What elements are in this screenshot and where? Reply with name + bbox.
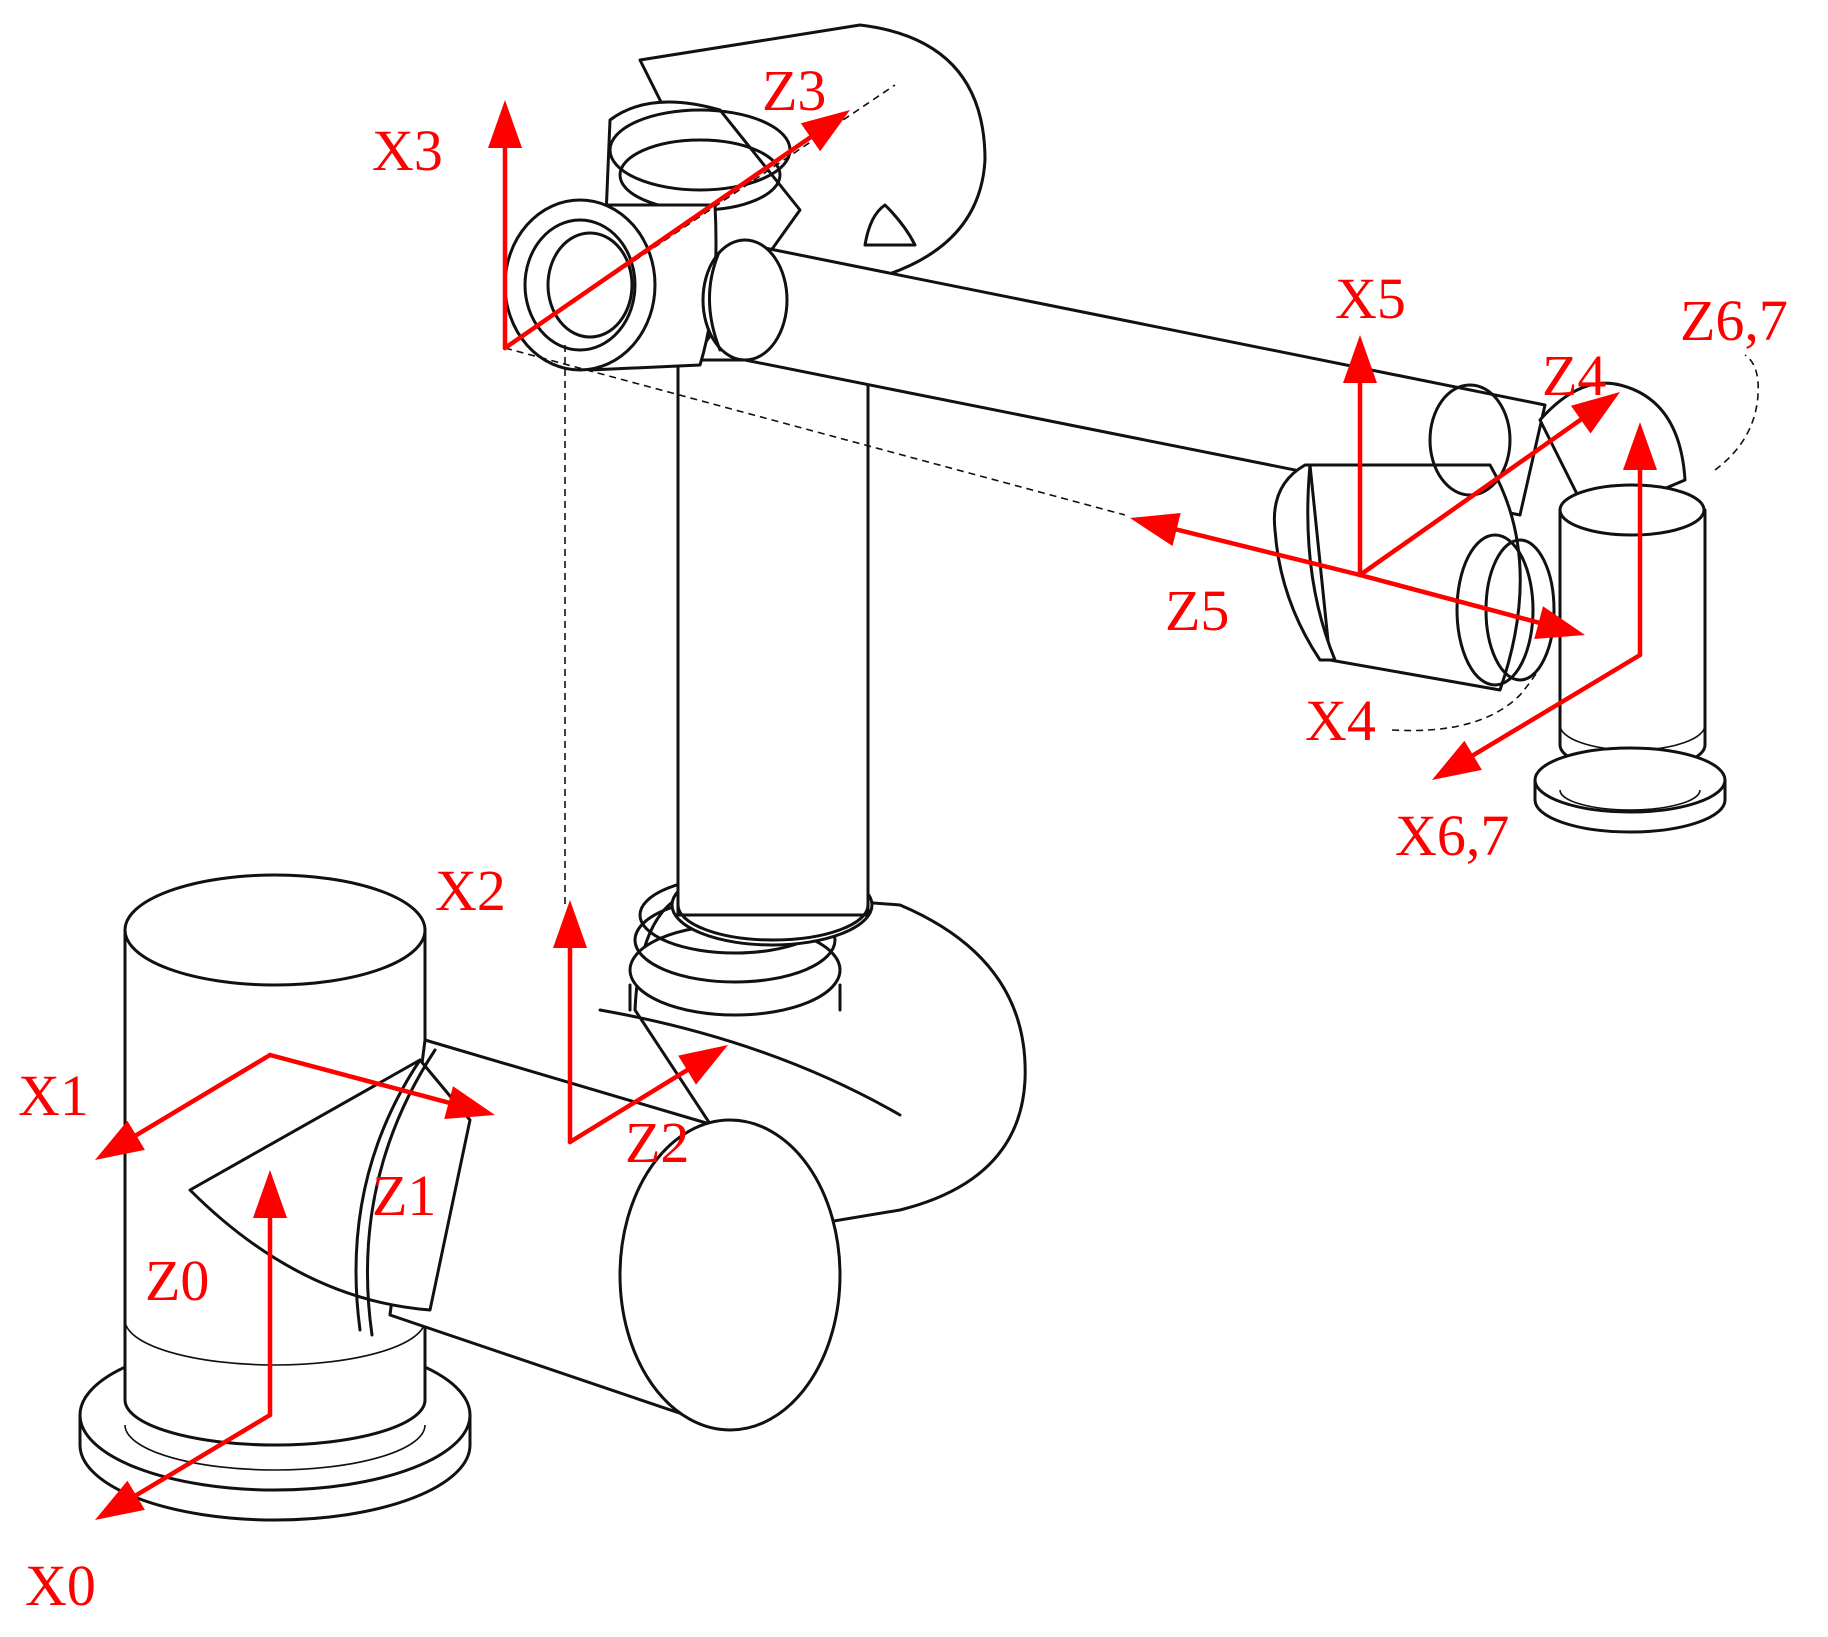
axis-z2-shaft [567,1065,693,1145]
axis-z4 [1357,392,1620,578]
axis-x3 [488,100,522,351]
axis-x1 [95,1052,273,1160]
axis-z67 [1623,422,1657,658]
axis-x4 [1357,572,1585,640]
axis-z3-arrowhead [800,110,850,152]
axis-z0 [253,1170,287,1418]
axis-z5-arrowhead [1130,513,1181,547]
frame-labels: X0 Z0 X1 Z1 X2 Z2 X3 Z3 X4 Z4 X5 Z5 X6,7… [18,58,1788,1618]
axis-x1-arrowhead [95,1120,145,1160]
label-z5: Z5 [1165,578,1229,643]
axis-x5 [1343,335,1377,578]
axis-x5-arrowhead [1343,335,1377,383]
robot-arm-drawing [78,23,1760,1522]
axis-z4-shaft [1357,415,1587,578]
axis-x4-shaft [1357,572,1545,626]
label-z67: Z6,7 [1680,288,1788,353]
elbow-joint [503,23,987,372]
axis-z1-shaft [267,1052,455,1106]
axis-x1-shaft [130,1052,273,1140]
label-x4: X4 [1305,688,1376,753]
label-z2: Z2 [625,1110,689,1175]
axis-z4-arrowhead [1570,392,1620,434]
coordinate-frames [95,100,1657,1520]
axis-x67-shaft [1467,652,1643,760]
label-z3: Z3 [762,58,826,123]
wrist-2-3 [1533,381,1727,834]
axis-x4-arrowhead [1534,606,1585,640]
axis-x0 [95,1412,273,1520]
axis-z2 [567,1045,728,1145]
axis-z67-arrowhead [1623,422,1657,470]
axis-z5 [1130,513,1363,578]
label-x5: X5 [1335,266,1406,331]
axis-x2-arrowhead [553,900,587,948]
axis-z3-shaft [502,132,817,351]
axis-z5-shaft [1170,526,1363,578]
axis-x0-arrowhead [95,1480,145,1520]
axis-x67-arrowhead [1432,740,1482,780]
forearm [701,238,1547,517]
shoulder-link [188,1038,842,1432]
axis-x0-shaft [130,1412,273,1500]
label-z1: Z1 [372,1163,436,1228]
axis-z0-arrowhead [253,1170,287,1218]
label-x1: X1 [18,1063,89,1128]
axis-x3-arrowhead [488,100,522,148]
label-z0: Z0 [145,1248,209,1313]
axis-z2-arrowhead [678,1045,728,1085]
label-x0: X0 [25,1553,96,1618]
label-x67: X6,7 [1395,803,1509,868]
axis-z3 [502,110,850,351]
axis-z1 [267,1052,495,1120]
label-x2: X2 [435,858,506,923]
label-z4: Z4 [1542,343,1606,408]
upper-arm [676,358,870,942]
axis-z1-arrowhead [444,1086,495,1120]
axis-x67 [1432,652,1643,780]
label-x3: X3 [372,118,443,183]
axis-x2 [553,900,587,1145]
